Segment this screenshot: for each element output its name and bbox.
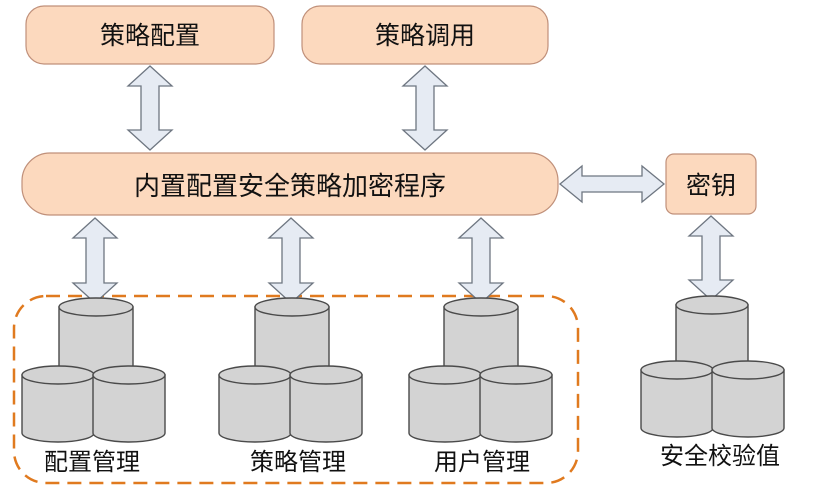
user-management-db-top-cylinder	[443, 297, 519, 377]
arrow-policy-management	[267, 217, 315, 304]
policy-config-box: 策略配置	[25, 5, 275, 65]
key-box: 密钥	[665, 153, 757, 215]
policy-invoke-label: 策略调用	[375, 21, 475, 50]
arrow-user-management	[457, 217, 505, 304]
config-management-db-top-cylinder	[58, 297, 134, 377]
security-check-value-db-bottom-right-cylinder	[711, 360, 785, 438]
config-management-db-bottom-left-cylinder	[21, 365, 95, 443]
user-management-db-bottom-left-cylinder	[408, 365, 482, 443]
policy-management-db-bottom-left-cylinder	[218, 365, 292, 443]
policy-management-db-bottom-right-cylinder	[289, 365, 363, 443]
arrow-config-management	[71, 217, 119, 304]
user-management-label: 用户管理	[434, 448, 530, 476]
user-management-db	[408, 297, 553, 443]
arrow-policy-config	[126, 65, 174, 151]
config-management-db-bottom-right-cylinder	[92, 365, 166, 443]
config-management-label: 配置管理	[44, 448, 140, 476]
policy-invoke-box: 策略调用	[301, 5, 549, 65]
security-check-value-db	[640, 295, 785, 438]
policy-config-label: 策略配置	[100, 21, 200, 50]
user-management-db-bottom-right-cylinder	[479, 365, 553, 443]
arrow-policy-invoke	[401, 65, 449, 151]
cylinders-layer	[21, 295, 785, 443]
encryption-program-box: 内置配置安全策略加密程序	[21, 152, 559, 216]
security-check-value-db-bottom-left-cylinder	[640, 360, 714, 438]
security-check-value-label: 安全校验值	[660, 442, 780, 470]
policy-management-label: 策略管理	[250, 448, 346, 476]
key-label: 密钥	[686, 171, 736, 200]
encryption-program-label: 内置配置安全策略加密程序	[134, 172, 446, 202]
arrow-security-check-value	[687, 215, 735, 301]
arrow-key	[558, 164, 666, 204]
policy-management-db-top-cylinder	[254, 297, 330, 377]
config-management-db	[21, 297, 166, 443]
policy-management-db	[218, 297, 363, 443]
